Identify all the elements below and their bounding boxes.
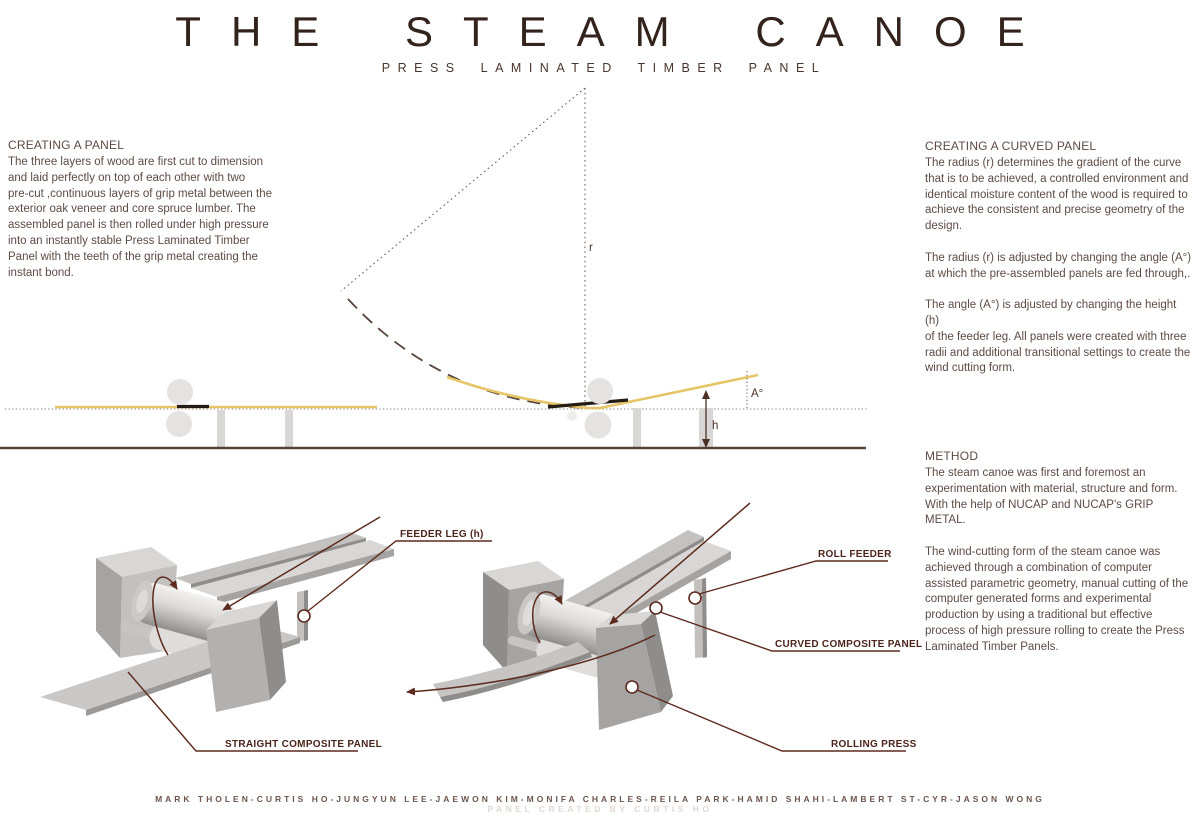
panel-credit-note: PANEL CREATED BY CURTIS HO bbox=[487, 804, 713, 814]
callout-marker-icon bbox=[649, 601, 663, 615]
section-creating-curved-panel: CREATING A CURVED PANEL The radius (r) d… bbox=[925, 139, 1193, 377]
roller-rotation-arrow-icon bbox=[152, 576, 178, 656]
front-frame-front bbox=[206, 618, 270, 712]
back-frame-side bbox=[96, 558, 122, 658]
curved-composite-panel-top bbox=[433, 642, 590, 697]
straight-composite-panel-label: STRAIGHT COMPOSITE PANEL bbox=[225, 739, 382, 750]
curve-arc-dashed bbox=[347, 298, 593, 409]
back-frame-side bbox=[483, 572, 509, 672]
callout-marker-icon bbox=[688, 591, 702, 605]
up-arrowhead-icon bbox=[702, 390, 710, 399]
section-heading: CREATING A PANEL bbox=[8, 138, 125, 152]
roller-axle bbox=[120, 622, 155, 639]
roll-feeder-leader-line bbox=[698, 560, 888, 595]
left-top-roller bbox=[167, 379, 193, 405]
left-bottom-roller bbox=[166, 411, 192, 437]
height-label: h bbox=[712, 420, 718, 432]
feeder-table-leg-shade bbox=[702, 578, 707, 658]
front-frame-top bbox=[206, 600, 277, 630]
right-nip-segment bbox=[547, 398, 629, 409]
assembled-panel-edge bbox=[561, 537, 704, 623]
section-body: The three layers of wood are first cut t… bbox=[8, 156, 273, 279]
exit-direction-curved-arrow-icon bbox=[406, 634, 656, 696]
back-frame-top bbox=[483, 561, 564, 590]
roller-axle bbox=[507, 635, 541, 652]
roller-end-cap-center bbox=[136, 589, 148, 613]
feeder-leg-leader-line bbox=[307, 540, 492, 612]
curved-panel-leader-line bbox=[659, 611, 900, 652]
page-title: THE STEAM CANOE bbox=[175, 8, 1055, 55]
rolling-press-label: ROLLING PRESS bbox=[831, 739, 917, 750]
front-frame-side bbox=[259, 600, 286, 700]
section-creating-panel: CREATING A PANEL The three layers of woo… bbox=[8, 138, 293, 281]
angle-label: A° bbox=[751, 388, 763, 400]
curve-geometry-diagram: r A° h bbox=[0, 87, 868, 450]
table-leg bbox=[217, 410, 225, 448]
curved-panel-press-render: ROLL FEEDER CURVED COMPOSITE PANEL ROLLI… bbox=[406, 502, 922, 752]
front-frame-front bbox=[596, 624, 661, 730]
small-guide-roller bbox=[567, 411, 577, 421]
down-arrowhead-icon bbox=[702, 439, 710, 448]
right-top-roller bbox=[587, 378, 613, 404]
page-subtitle: PRESS LAMINATED TIMBER PANEL bbox=[381, 61, 827, 75]
assembled-panel-board bbox=[175, 532, 366, 584]
feeder-table-top bbox=[561, 541, 731, 633]
feeder-table-edge bbox=[217, 549, 394, 604]
curved-panel-line bbox=[446, 375, 602, 410]
curved-composite-panel-edge bbox=[440, 652, 592, 702]
feed-direction-arrow-icon bbox=[609, 502, 751, 625]
section-body: The radius (r) determines the gradient o… bbox=[925, 157, 1192, 375]
section-method: METHOD The steam canoe was first and for… bbox=[925, 449, 1193, 656]
feed-direction-arrow-icon bbox=[222, 516, 381, 611]
table-leg bbox=[285, 410, 293, 448]
roll-feeder-label: ROLL FEEDER bbox=[818, 549, 892, 560]
inclined-feed-panel-line bbox=[599, 373, 759, 410]
straight-panel-press-render: FEEDER LEG (h) STRAIGHT COMPOSITE PANEL bbox=[40, 516, 492, 752]
back-frame-top bbox=[96, 547, 177, 577]
assembled-panel-board bbox=[545, 530, 704, 619]
callout-marker-icon bbox=[625, 680, 639, 694]
section-body: The steam canoe was first and foremost a… bbox=[925, 467, 1189, 653]
radius-label: r bbox=[589, 242, 593, 254]
radius-diagonal-dotted-line bbox=[340, 87, 586, 292]
feeder-leg-label: FEEDER LEG (h) bbox=[400, 529, 484, 540]
callout-marker-icon bbox=[297, 609, 311, 623]
front-frame-side bbox=[641, 611, 673, 712]
curved-composite-panel-label: CURVED COMPOSITE PANEL bbox=[775, 639, 922, 650]
height-dimension bbox=[702, 390, 710, 448]
right-bottom-roller bbox=[584, 411, 612, 439]
section-heading: CREATING A CURVED PANEL bbox=[925, 139, 1097, 153]
press-renderings: FEEDER LEG (h) STRAIGHT COMPOSITE PANEL bbox=[40, 502, 922, 752]
section-heading: METHOD bbox=[925, 449, 979, 463]
team-credits: MARK THOLEN-CURTIS HO-JUNGYUN LEE-JAEWON… bbox=[155, 794, 1045, 804]
rolling-press-leader-line bbox=[636, 689, 906, 752]
roller-rotation-arrow-icon bbox=[532, 591, 563, 644]
straight-panel-leader-line bbox=[127, 671, 358, 752]
table-leg bbox=[633, 408, 641, 448]
